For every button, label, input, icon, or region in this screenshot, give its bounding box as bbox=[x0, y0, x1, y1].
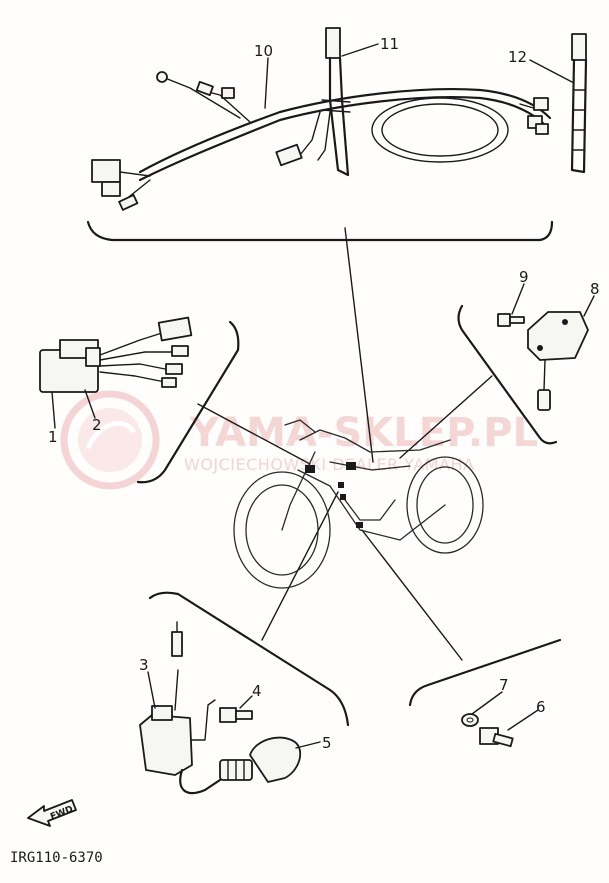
callout-9: 9 bbox=[519, 268, 529, 286]
coil-leader bbox=[261, 491, 339, 641]
ignition-coil bbox=[139, 621, 222, 795]
rectifier-bolt bbox=[497, 313, 525, 327]
spark-plug-cap bbox=[219, 736, 302, 783]
bolt-leader bbox=[361, 529, 463, 661]
callout-5: 5 bbox=[322, 734, 332, 752]
right-group-frame bbox=[457, 304, 558, 445]
cable-tie-11 bbox=[321, 27, 351, 177]
callout-leader-10 bbox=[264, 57, 269, 109]
wire-harness bbox=[91, 71, 552, 211]
harness-mount-mark bbox=[346, 462, 356, 470]
ground-bolt bbox=[479, 727, 514, 748]
callout-leader-12 bbox=[529, 59, 573, 83]
callout-leader-9 bbox=[511, 283, 525, 315]
cdi-mount-mark bbox=[305, 465, 315, 473]
bolt-mount-mark bbox=[356, 522, 363, 528]
callout-leader-1 bbox=[51, 391, 56, 429]
callout-8: 8 bbox=[590, 280, 600, 298]
fwd-arrow-icon: FWD bbox=[27, 799, 77, 827]
callout-leader-5 bbox=[295, 741, 321, 749]
callout-4: 4 bbox=[252, 682, 262, 700]
callout-leader-6 bbox=[507, 709, 539, 731]
harness-group-frame bbox=[86, 220, 554, 242]
lower-right-group-frame bbox=[408, 638, 562, 707]
callout-11: 11 bbox=[380, 35, 399, 53]
cdi-unit bbox=[39, 316, 193, 393]
callout-leader-2 bbox=[84, 389, 96, 419]
coil-mount-mark bbox=[338, 482, 344, 488]
callout-1: 1 bbox=[48, 428, 58, 446]
harness-leader bbox=[344, 227, 374, 463]
callout-2: 2 bbox=[92, 416, 102, 434]
callout-leader-7 bbox=[471, 691, 503, 715]
callout-10: 10 bbox=[254, 42, 273, 60]
rectifier-leader bbox=[399, 375, 493, 459]
washer bbox=[461, 713, 479, 727]
coil-bolt bbox=[219, 707, 253, 723]
watermark-logo bbox=[60, 390, 160, 490]
coil-mount-mark-2 bbox=[340, 494, 346, 500]
callout-leader-4 bbox=[239, 695, 253, 709]
drawing-code: IRG110-6370 bbox=[10, 850, 103, 866]
rectifier-regulator bbox=[527, 311, 589, 411]
callout-6: 6 bbox=[536, 698, 546, 716]
cdi-leader bbox=[197, 403, 311, 465]
left-group-frame bbox=[136, 320, 240, 484]
motorcycle-outline bbox=[233, 419, 484, 589]
lower-left-group-frame bbox=[148, 591, 350, 727]
watermark-subtitle: WOJCIECHOWSKI DEALER YAMAHA bbox=[184, 455, 475, 474]
callout-12: 12 bbox=[508, 48, 527, 66]
callout-leader-3 bbox=[147, 671, 156, 709]
cable-tie-12 bbox=[570, 33, 588, 174]
callout-leader-8 bbox=[583, 295, 595, 317]
callout-leader-11 bbox=[341, 43, 379, 57]
callout-3: 3 bbox=[139, 656, 149, 674]
callout-7: 7 bbox=[499, 676, 509, 694]
